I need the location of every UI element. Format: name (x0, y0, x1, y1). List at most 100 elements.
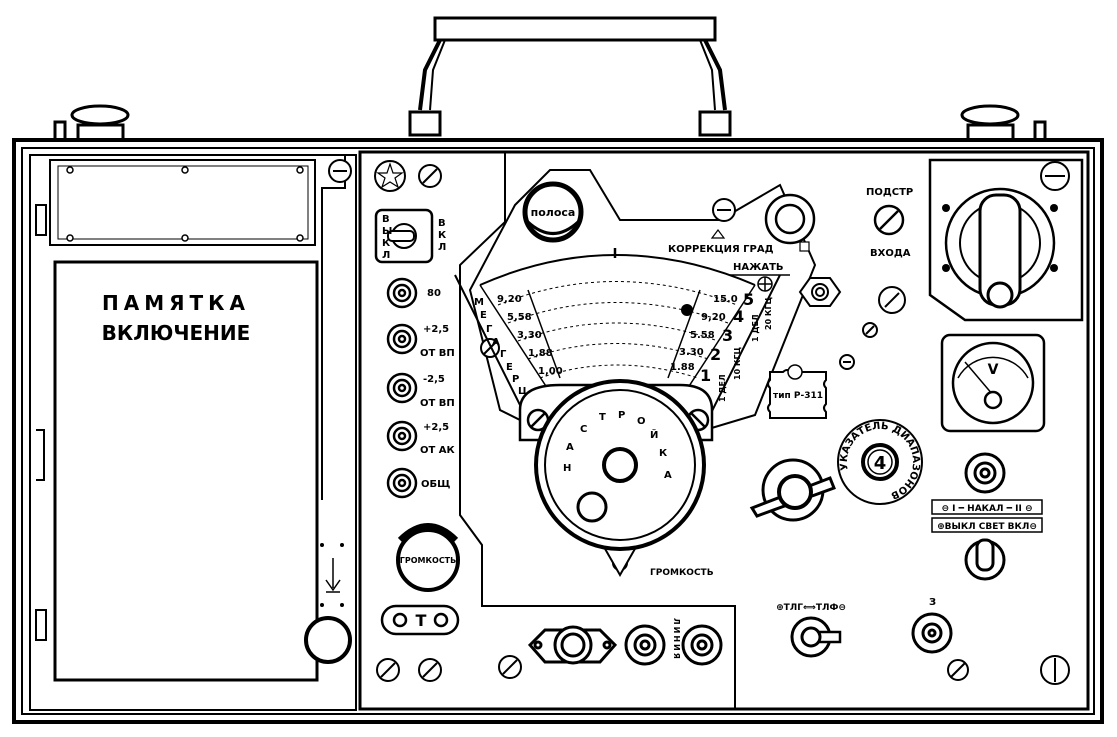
power-switch-off-letters: В Ы К Л (382, 214, 392, 261)
line-jack-left[interactable] (624, 624, 666, 666)
svg-text:1.88: 1.88 (670, 362, 695, 373)
power-switch[interactable] (374, 208, 434, 264)
svg-text:5.58: 5.58 (690, 330, 715, 341)
correction-label: КОРРЕКЦИЯ ГРАД (668, 244, 774, 255)
jack-common[interactable] (386, 467, 418, 499)
screw-top-left[interactable] (328, 159, 352, 183)
svg-text:1,00: 1,00 (538, 366, 563, 377)
svg-text:Л: Л (438, 242, 446, 253)
arrow-down-icon (325, 558, 341, 593)
svg-text:Л: Л (382, 250, 390, 261)
svg-text:Ц: Ц (518, 386, 527, 397)
svg-text:В: В (438, 218, 446, 229)
jack-plus-ak-bottom: ОТ АК (420, 445, 456, 456)
type-plate-label: тип Р-311 (773, 391, 823, 401)
line-jack-right[interactable] (681, 624, 723, 666)
range-indicator[interactable] (837, 419, 923, 505)
input-tune-top: ПОДСТР (866, 187, 913, 198)
light-plate (931, 517, 1043, 533)
svg-text:А: А (492, 337, 500, 348)
jack-plus-vp-bottom: ОТ ВП (420, 348, 455, 359)
correction-knob[interactable] (710, 193, 816, 252)
right-latch[interactable] (960, 104, 1047, 145)
left-latch[interactable] (53, 104, 130, 145)
svg-text:9,20: 9,20 (497, 294, 522, 305)
jack-minus-vp-bottom: ОТ ВП (420, 398, 455, 409)
svg-text:К: К (382, 238, 391, 249)
module-screws (942, 204, 1058, 272)
press-label: НАЖАТЬ (733, 262, 784, 273)
scale-legend-div-top: 1 ДЕЛ (751, 314, 760, 342)
case-inner (21, 147, 1095, 715)
svg-text:Р: Р (512, 374, 519, 385)
jack-80[interactable] (386, 277, 418, 309)
hex-connector[interactable] (798, 277, 842, 307)
jack-minus-vp[interactable] (386, 372, 418, 404)
mode-switch-label: ⊕ТЛГ⟺ТЛФ⊖ (776, 603, 846, 613)
svg-text:М: М (474, 297, 484, 308)
svg-text:Е: Е (480, 310, 487, 321)
light-label: ⊕ВЫКЛ СВЕТ ВКЛ⊖ (937, 522, 1037, 532)
range-indicator-value: 4 (874, 453, 887, 474)
jack-plus-ak-top: +2,5 (423, 422, 449, 433)
dial-window-frame (468, 169, 817, 431)
left-compartment (29, 154, 357, 711)
ground-label: З (929, 597, 936, 608)
svg-text:1,88: 1,88 (528, 348, 553, 359)
tuning-knob-letters: Н А С Т Р О Й К А (563, 410, 672, 481)
tuning-knob[interactable] (534, 379, 706, 551)
type-plate (767, 364, 827, 419)
memo-title: ПАМЯТКА (102, 291, 250, 315)
volume-label: ГРОМКОСТЬ (650, 568, 714, 578)
power-switch-on-letters: В К Л (438, 218, 447, 253)
band-button[interactable] (522, 181, 584, 243)
svg-text:15.0: 15.0 (713, 294, 738, 305)
star-screw[interactable] (374, 160, 406, 192)
svg-text:А: А (566, 442, 574, 453)
svg-text:5: 5 (743, 290, 754, 309)
svg-text:1: 1 (700, 366, 711, 385)
volume-knob-label: ГРОМКОСТЬ (400, 556, 457, 565)
svg-text:К: К (659, 448, 668, 459)
svg-text:3.30: 3.30 (679, 347, 704, 358)
antenna-connector[interactable] (527, 625, 618, 665)
jack-plus-vp[interactable] (386, 323, 418, 355)
input-tune-screw[interactable] (873, 204, 905, 236)
jack-plus-ak[interactable] (386, 420, 418, 452)
scale-legend-10khz: 10 КГЦ (733, 347, 742, 380)
ground-jack[interactable] (911, 612, 953, 654)
svg-text:2: 2 (710, 345, 721, 364)
memo-subtitle: ВКЛЮЧЕНИЕ (102, 321, 251, 345)
svg-text:Г: Г (486, 324, 493, 335)
svg-text:4: 4 (733, 307, 744, 326)
range-switch[interactable] (749, 458, 836, 522)
svg-text:Р: Р (618, 410, 625, 421)
band-button-label: полоса (531, 206, 576, 219)
screws-lid (66, 166, 304, 242)
module-knob[interactable] (944, 187, 1056, 309)
fuse-cap[interactable] (304, 616, 352, 664)
jack-common-label: ОБЩ (421, 479, 450, 490)
volume-knob[interactable] (396, 523, 460, 592)
svg-text:Н: Н (563, 463, 571, 474)
jack-plus-vp-top: +2,5 (423, 324, 449, 335)
svg-text:5,58: 5,58 (507, 312, 532, 323)
phone-jack[interactable] (380, 604, 460, 636)
mode-switch[interactable] (790, 616, 842, 658)
jack-minus-vp-top: -2,5 (423, 374, 445, 385)
svg-text:О: О (637, 416, 646, 427)
dots-markers (320, 543, 344, 607)
filament-jack[interactable] (964, 452, 1006, 494)
svg-text:А: А (664, 470, 672, 481)
front-panel (358, 150, 1090, 711)
scale-right-values: 15.0 9,20 5.58 3.30 1.88 (670, 294, 738, 373)
svg-text:3: 3 (722, 326, 733, 345)
svg-text:С: С (580, 424, 587, 435)
filament-label: ⊖ I ━ НАКАЛ ━ II ⊖ (941, 504, 1032, 514)
svg-text:Ы: Ы (382, 226, 392, 237)
light-toggle[interactable] (964, 538, 1006, 581)
press-indicator-icon (757, 276, 773, 292)
panel-partition (459, 152, 736, 709)
carrying-handle[interactable] (408, 16, 732, 137)
